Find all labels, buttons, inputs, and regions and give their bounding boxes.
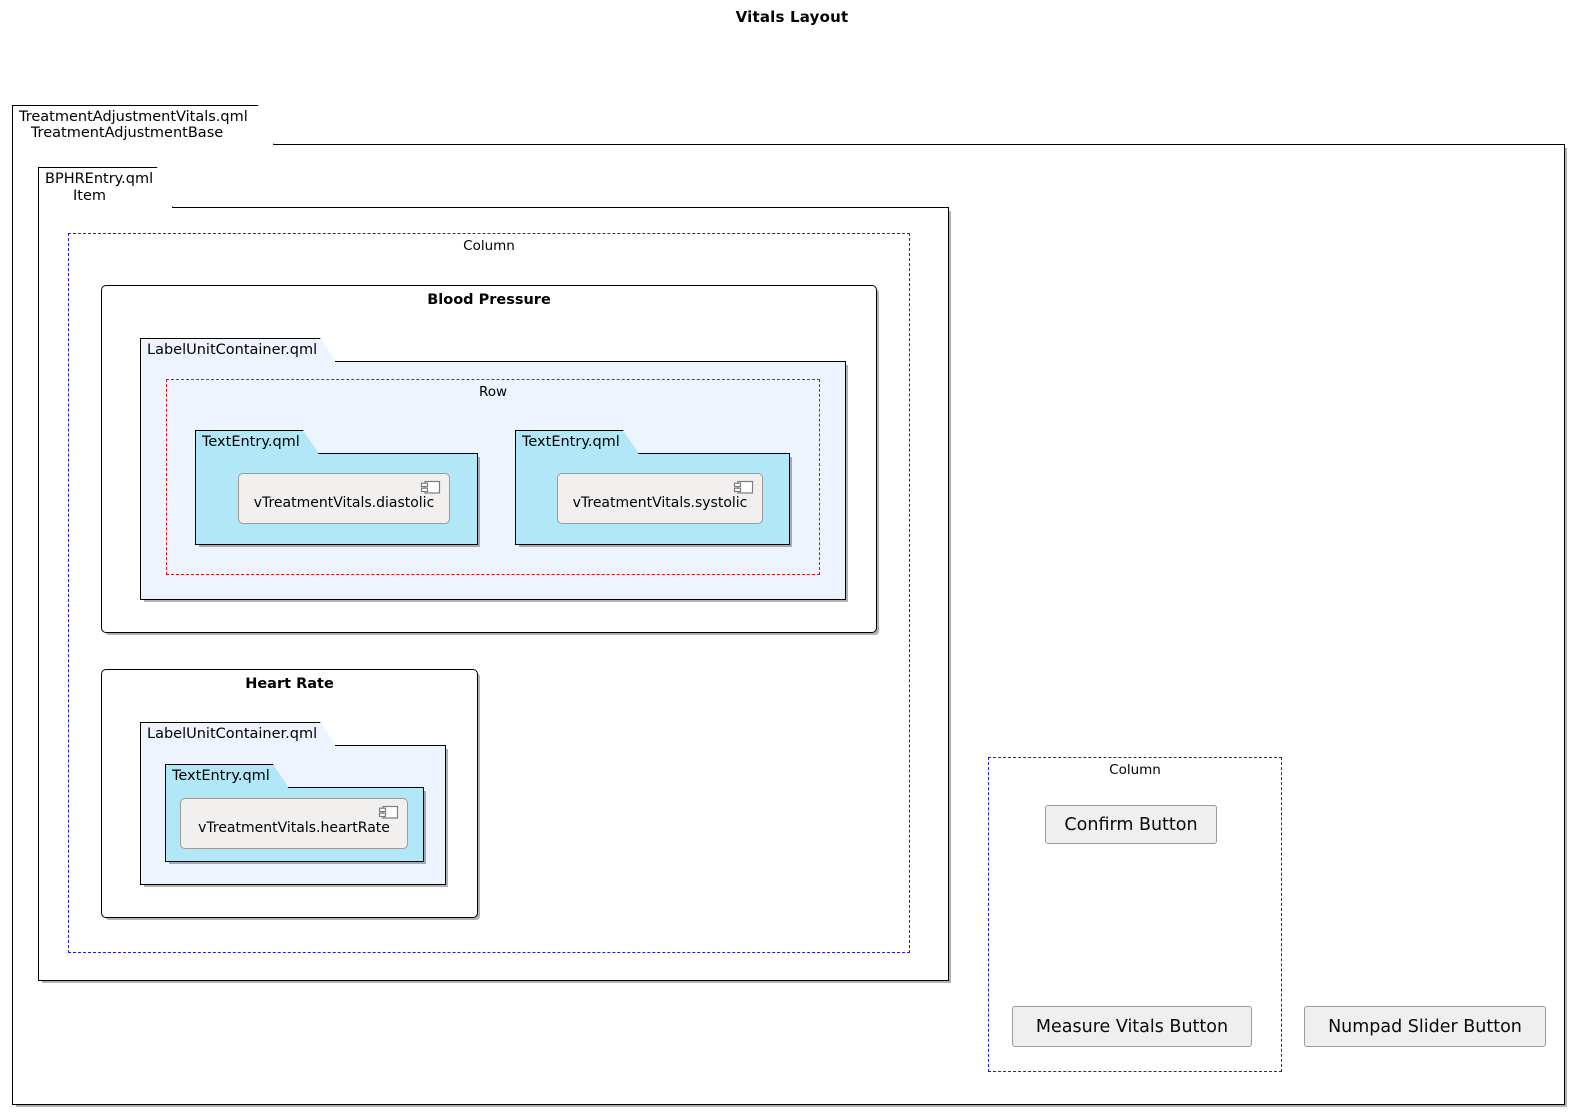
layout-frame-label: Column (1109, 762, 1161, 778)
package-tab-text-entry-systolic: TextEntry.qml (515, 430, 639, 454)
layout-frame-label: Row (478, 384, 508, 400)
component-label: vTreatmentVitals.diastolic (253, 494, 435, 511)
page-title: Vitals Layout (735, 8, 849, 26)
package-file-label: TextEntry.qml (202, 433, 300, 450)
numpad-slider-button-label: Numpad Slider Button (1328, 1016, 1522, 1037)
confirm-button-label: Confirm Button (1064, 814, 1198, 835)
package-file-label: BPHREntry.qml (45, 171, 154, 188)
layout-frame-column-left: Column (68, 233, 910, 953)
group-title-heart-rate: Heart Rate (245, 676, 334, 692)
package-tab-label-unit-container-bp: LabelUnitContainer.qml (140, 338, 336, 362)
component-vtreatmentvitals-heartrate[interactable]: vTreatmentVitals.heartRate (180, 798, 408, 849)
package-file-label: LabelUnitContainer.qml (147, 725, 318, 742)
package-type-label: Item (72, 187, 106, 204)
package-file-label: TreatmentAdjustmentVitals.qml (19, 108, 248, 125)
component-label: vTreatmentVitals.systolic (572, 494, 748, 511)
package-tab-text-entry-heart-rate: TextEntry.qml (165, 764, 289, 788)
layout-frame-row: Row (166, 379, 820, 575)
package-file-label: TextEntry.qml (522, 433, 620, 450)
component-icon (378, 805, 399, 819)
confirm-button[interactable]: Confirm Button (1045, 805, 1217, 844)
component-label: vTreatmentVitals.heartRate (198, 819, 390, 836)
package-file-label: TextEntry.qml (172, 767, 270, 784)
package-tab-bphr-entry: BPHREntry.qml Item (38, 167, 173, 208)
component-vtreatmentvitals-systolic[interactable]: vTreatmentVitals.systolic (557, 473, 763, 524)
component-icon (420, 480, 441, 494)
package-tab-text-entry-diastolic: TextEntry.qml (195, 430, 319, 454)
package-type-label: TreatmentAdjustmentBase (30, 125, 224, 141)
package-tab-treatment-adjustment-vitals: TreatmentAdjustmentVitals.qml TreatmentA… (12, 105, 274, 145)
measure-vitals-button[interactable]: Measure Vitals Button (1012, 1006, 1252, 1047)
measure-vitals-button-label: Measure Vitals Button (1035, 1016, 1229, 1037)
component-icon (733, 480, 754, 494)
layout-frame-column-right: Column (988, 757, 1282, 1072)
layout-frame-label: Column (463, 238, 515, 254)
group-title-blood-pressure: Blood Pressure (427, 292, 551, 308)
package-tab-label-unit-container-hr: LabelUnitContainer.qml (140, 722, 336, 746)
numpad-slider-button[interactable]: Numpad Slider Button (1304, 1006, 1546, 1047)
package-file-label: LabelUnitContainer.qml (147, 341, 318, 358)
component-vtreatmentvitals-diastolic[interactable]: vTreatmentVitals.diastolic (238, 473, 450, 524)
